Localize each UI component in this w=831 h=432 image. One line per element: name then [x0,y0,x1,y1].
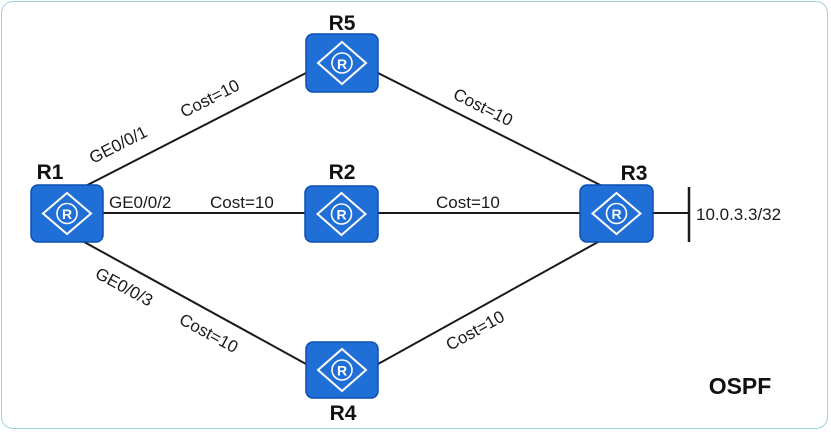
link-r1-r4-interface-label: GE0/0/3 [92,264,156,310]
router-r5: R [305,33,379,93]
links [65,72,691,365]
link-r1-r4-cost-label: Cost=10 [176,310,241,357]
router-r3: R [579,184,654,243]
router-r4-label: R4 [330,402,357,425]
link-r2-r3-cost-label: Cost=10 [436,193,500,212]
router-icon-ring [331,359,353,381]
router-r1: R [30,184,104,243]
router-r2-box [304,185,379,243]
link-r4-r3 [377,231,617,365]
router-icon-letter: R [336,207,346,223]
router-r4: R [305,341,379,399]
link-r5-r3 [377,72,617,194]
router-r2-label: R2 [329,161,356,184]
link-r4-r3-cost-label: Cost=10 [443,307,508,355]
router-r4-box [305,341,379,399]
router-icon [316,40,368,86]
router-r2: R [304,185,379,243]
link-r1-r5 [65,72,307,197]
router-icon-ring [330,203,353,225]
router-r5-box [305,33,379,93]
router-icon-ring [331,52,353,74]
link-r5-r3-cost-label: Cost=10 [450,85,516,130]
link-r1-r2-cost-label: Cost=10 [210,193,274,212]
router-icon-letter: R [337,363,347,379]
router-r1-box [30,184,104,243]
network-address-label: 10.0.3.3/32 [696,205,781,224]
link-r1-r2-interface-label: GE0/0/2 [109,193,171,212]
router-icon-ring [605,202,628,225]
link-r1-r5-cost-label: Cost=10 [177,76,242,122]
protocol-label: OSPF [709,373,772,399]
link-r1-r4 [65,231,307,365]
router-icon-ring [56,202,78,225]
router-icon [316,347,368,393]
router-icon [590,191,643,236]
router-r3-box [579,184,654,243]
router-r3-label: R3 [621,162,648,185]
router-icon [41,191,93,236]
router-icon-letter: R [337,56,347,72]
link-r1-r5-interface-label: GE0/0/1 [86,122,150,167]
router-icon [315,191,368,237]
router-r1-label: R1 [37,161,64,184]
router-icon-letter: R [611,206,621,222]
router-r5-label: R5 [329,12,356,35]
router-icon-letter: R [62,206,72,222]
